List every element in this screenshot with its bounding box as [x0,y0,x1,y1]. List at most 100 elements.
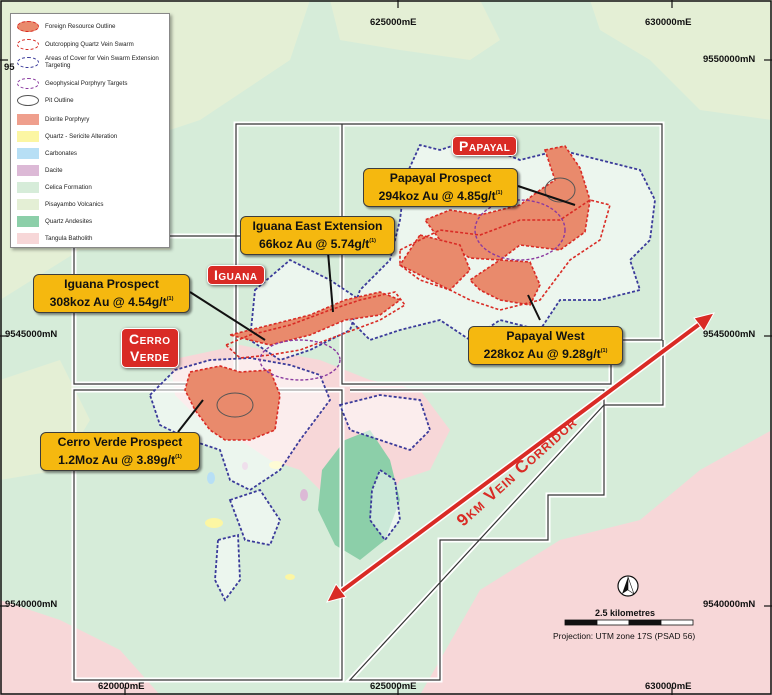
pisayambo-volcanics-area [330,0,500,60]
easting-top-630: 630000mE [645,17,692,28]
callout-leader-lines [177,185,576,433]
legend-item-label: Geophysical Porphyry Targets [45,79,128,87]
callout-grade: 66koz Au @ 5.74g/t [258,237,370,251]
callout-value: 308koz Au @ 4.54g/t(1) [38,292,185,310]
legend-item-label: Areas of Cover for Vein Swarm Extension … [45,55,159,69]
iguana-prospect-callout: Iguana Prospect 308koz Au @ 4.54g/t(1) [33,274,190,313]
legend-item: Foreign Resource Outline [17,18,116,34]
pisayambo-volcanics-area [590,0,772,120]
easting-bottom-630: 630000mE [645,681,692,692]
north-arrow-icon [617,575,639,597]
vein-swarm-swatch [17,38,39,50]
legend-item-label: Carbonates [45,149,77,157]
legend-item: Celica Formation [17,179,92,195]
callout-grade: 294koz Au @ 4.85g/t [378,189,496,203]
callout-footnote: (1) [495,190,503,196]
legend-item-label: Celica Formation [45,183,92,191]
legend-item: Quartz Andesites [17,213,92,229]
legend-item-label: Quartz Andesites [45,217,93,225]
callout-value: 66koz Au @ 5.74g/t(1) [245,234,390,252]
pit-outlines [216,177,576,418]
easting-top-625: 625000mE [370,17,417,28]
papayal-west-callout: Papayal West 228koz Au @ 9.28g/t(1) [468,326,623,365]
callout-footnote: (1) [175,454,182,460]
dacite-patch [300,489,308,501]
foreign-resource-outlines [184,145,591,441]
cerro-label-line1: Cerro [129,331,171,347]
legend-item: Geophysical Porphyry Targets [17,75,127,91]
easting-bottom-625: 625000mE [370,681,417,692]
porphyry-target-swatch [17,77,39,89]
quartz-sericite-patch [205,518,223,528]
iguana-label: Iguana [207,265,265,285]
legend-item: Areas of Cover for Vein Swarm Extension … [17,54,165,70]
legend-item: Pit Outline [17,92,74,108]
cerro-verde-label: Cerro Verde [121,328,179,368]
papayal-prospect-callout: Papayal Prospect 294koz Au @ 4.85g/t(1) [363,168,518,207]
iguana-east-callout: Iguana East Extension 66koz Au @ 5.74g/t… [240,216,395,255]
pit-outline-swatch [17,94,39,106]
legend-item-label: Diorite Porphyry [45,115,90,123]
callout-footnote: (1) [600,348,608,354]
vein-swarm-outlines [224,199,611,359]
callout-value: 228koz Au @ 9.28g/t(1) [473,344,618,362]
legend-item: Quartz - Sericite Alteration [17,128,117,144]
legend-item-label: Tangula Batholith [45,234,93,242]
legend-item-label: Outcropping Quartz Vein Swarm [45,40,134,48]
papayal-label: Papayal [452,136,518,156]
resource-outline-swatch [17,20,39,32]
callout-grade: 308koz Au @ 4.54g/t [49,295,167,309]
legend-item-label: Pisayambo Volcanics [45,200,104,208]
legend-item: Outcropping Quartz Vein Swarm [17,36,134,52]
callout-title: Papayal Prospect [389,171,492,185]
legend-item: Dacite [17,162,63,178]
scale-bar-label: 2.5 kilometres [595,608,656,618]
legend-item-label: Pit Outline [45,96,74,104]
callout-grade: 1.2Moz Au @ 3.89g/t [58,453,176,467]
carbonates-patch [207,472,215,484]
cerro-verde-prospect-callout: Cerro Verde Prospect 1.2Moz Au @ 3.89g/t… [40,432,200,471]
northing-right-9540: 9540000mN [703,599,756,610]
northing-left-9550-partial: 95 [4,62,15,73]
projection-note: Projection: UTM zone 17S (PSAD 56) [553,631,696,641]
callout-title: Cerro Verde Prospect [57,435,183,449]
legend-item: Carbonates [17,145,77,161]
vein-corridor-arrow [326,312,715,603]
legend-item-label: Quartz - Sericite Alteration [45,132,118,140]
tangula-batholith-area [0,600,160,695]
quartz-sericite-patch [285,574,295,580]
callout-title: Iguana Prospect [64,277,159,291]
callout-title: Papayal West [506,329,585,343]
legend-item: Diorite Porphyry [17,111,89,127]
scale-bar [564,619,694,626]
tangula-swatch [17,232,39,244]
northing-left-9545: 9545000mN [5,329,58,340]
tangula-batholith-area [420,430,772,695]
diorite-swatch [17,113,39,125]
celica-swatch [17,181,39,193]
porphyry-target-outlines [259,199,566,381]
callout-value: 1.2Moz Au @ 3.89g/t(1) [45,450,195,468]
callout-title: Iguana East Extension [252,219,383,233]
cerro-label-line2: Verde [129,348,170,364]
legend-item-label: Dacite [45,166,63,174]
legend-item-label: Foreign Resource Outline [45,22,116,30]
quartz-sericite-swatch [17,130,39,142]
northing-right-9545: 9545000mN [703,329,756,340]
carbonates-swatch [17,147,39,159]
legend-item: Pisayambo Volcanics [17,196,103,212]
dacite-swatch [17,164,39,176]
callout-value: 294koz Au @ 4.85g/t(1) [368,186,513,204]
callout-footnote: (1) [166,296,174,302]
legend-item: Tangula Batholith [17,230,92,246]
northing-left-9540: 9540000mN [5,599,58,610]
cover-area-swatch [17,56,39,68]
callout-grade: 228koz Au @ 9.28g/t [483,347,601,361]
easting-bottom-620: 620000mE [98,681,145,692]
northing-right-9550: 9550000mN [703,54,756,65]
pisayambo-swatch [17,198,39,210]
callout-footnote: (1) [369,238,377,244]
